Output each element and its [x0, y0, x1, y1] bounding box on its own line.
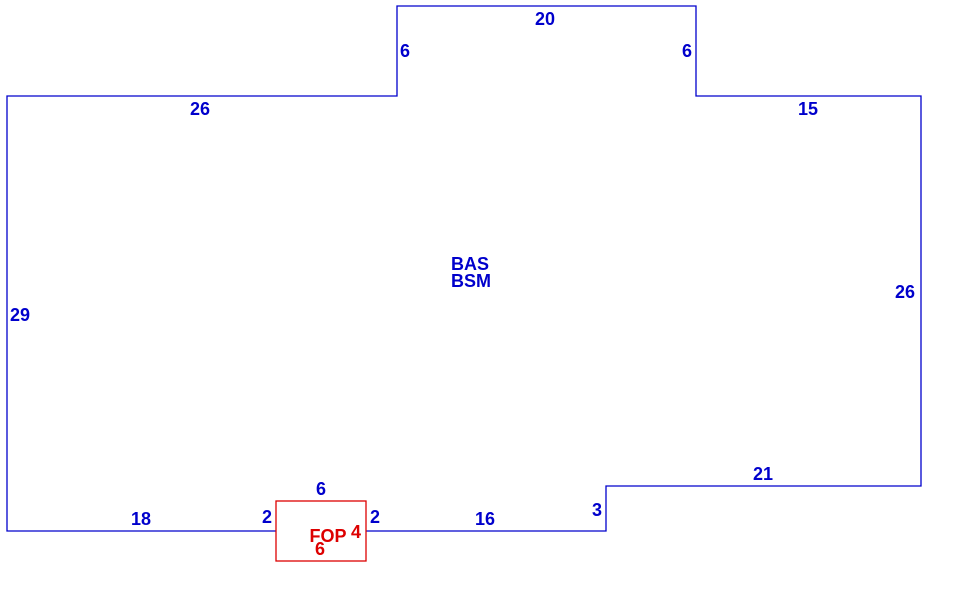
- dim-porch-top-6: 6: [316, 479, 326, 499]
- dim-top-right-15: 15: [798, 99, 818, 119]
- dim-notch-right-6: 6: [682, 41, 692, 61]
- dim-porch-bottom-6: 6: [315, 539, 325, 559]
- dim-bottom-18: 18: [131, 509, 151, 529]
- area-code-fop: FOP: [309, 526, 346, 546]
- dim-notch-top-20: 20: [535, 9, 555, 29]
- dim-porch-right-2: 2: [370, 507, 380, 527]
- dim-right-26: 26: [895, 282, 915, 302]
- dim-porch-depth-4: 4: [351, 522, 361, 542]
- area-code-bas: BAS: [451, 254, 489, 274]
- dim-left-29: 29: [10, 305, 30, 325]
- porch-area-outline[interactable]: [275, 500, 367, 562]
- area-code-bsm: BSM: [451, 271, 491, 291]
- dim-step-3: 3: [592, 500, 602, 520]
- dim-step-21: 21: [753, 464, 773, 484]
- dim-top-left-26: 26: [190, 99, 210, 119]
- dim-bottom-16: 16: [475, 509, 495, 529]
- dim-notch-left-6: 6: [400, 41, 410, 61]
- main-area-outline[interactable]: [6, 5, 922, 532]
- dim-porch-left-2: 2: [262, 507, 272, 527]
